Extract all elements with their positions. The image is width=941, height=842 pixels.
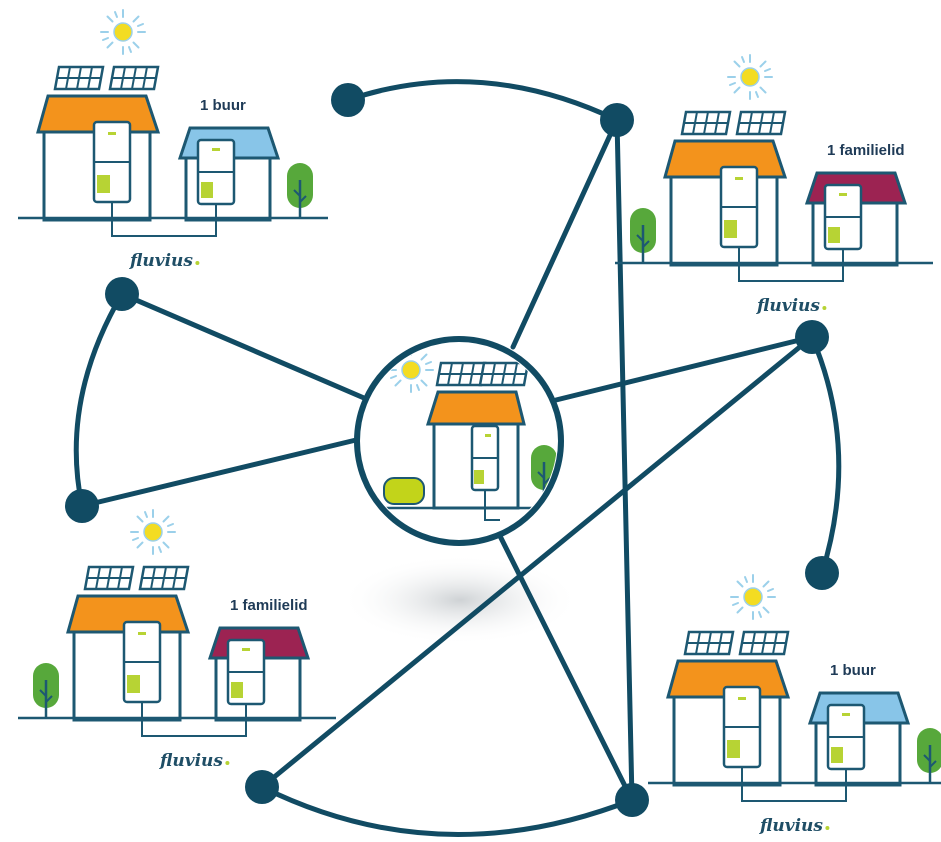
network-node — [105, 277, 139, 311]
network-node — [600, 103, 634, 137]
shared-cable — [738, 247, 844, 282]
sun-icon — [130, 509, 176, 555]
brand-logo: fluvius — [756, 296, 820, 316]
network-node — [245, 770, 279, 804]
solar-panel-icon — [680, 110, 732, 136]
network-node — [615, 783, 649, 817]
group-label: 1 buur — [830, 662, 876, 679]
brand-dot — [822, 306, 827, 310]
solar-panel-icon — [138, 565, 190, 591]
house-group-top-right: 1 familielid fluvius — [615, 54, 933, 316]
shared-cable — [741, 767, 847, 802]
sun-icon — [100, 9, 146, 55]
hedge-icon — [383, 477, 425, 505]
house-group-top-left: 1 buur fluvius — [18, 9, 328, 271]
shared-cable — [141, 702, 247, 737]
tree-icon — [628, 206, 658, 265]
roof-icon — [425, 390, 526, 426]
central-producer-house — [354, 336, 564, 546]
solar-panel-icon — [108, 65, 160, 91]
solar-panel-icon — [83, 565, 135, 591]
solar-panel-icon — [53, 65, 105, 91]
network-node — [65, 489, 99, 523]
brand-dot — [825, 826, 830, 830]
sun-icon — [727, 54, 773, 100]
link-diagonal — [259, 334, 815, 790]
house-group-bottom-left: 1 familielid fluvius — [18, 509, 336, 771]
tree-icon — [915, 726, 941, 785]
network-node — [331, 83, 365, 117]
house-group-bottom-right: 1 buur fluvius — [648, 574, 941, 836]
sun-icon — [730, 574, 776, 620]
group-label: 1 familielid — [827, 142, 905, 159]
solar-panel-icon — [735, 110, 787, 136]
link-center-right — [553, 334, 815, 403]
network-node — [805, 556, 839, 590]
link-center-bottom — [494, 527, 635, 803]
network-node — [795, 320, 829, 354]
arc-bottom — [259, 784, 635, 837]
link-vertical — [614, 117, 635, 803]
arc-top — [345, 79, 620, 123]
shared-cable — [111, 202, 217, 237]
tree-icon — [285, 161, 315, 220]
link-center-top — [510, 117, 620, 350]
link-center-left-lower — [79, 437, 359, 509]
brand-logo: fluvius — [759, 816, 823, 836]
ground-shadow — [340, 555, 580, 645]
brand-dot — [195, 261, 200, 265]
solar-panel-icon — [738, 630, 790, 656]
network-nodes — [65, 83, 839, 817]
brand-logo: fluvius — [159, 751, 223, 771]
brand-dot — [225, 761, 230, 765]
link-center-left-upper — [119, 291, 367, 401]
solar-panel-icon — [478, 361, 530, 387]
group-label: 1 familielid — [230, 597, 308, 614]
arc-left — [73, 291, 125, 509]
tree-icon — [31, 661, 61, 720]
solar-panel-icon — [683, 630, 735, 656]
brand-logo: fluvius — [129, 251, 193, 271]
network-lines — [73, 79, 842, 837]
group-label: 1 buur — [200, 97, 246, 114]
arc-right — [809, 334, 842, 576]
solar-panel-icon — [435, 361, 487, 387]
